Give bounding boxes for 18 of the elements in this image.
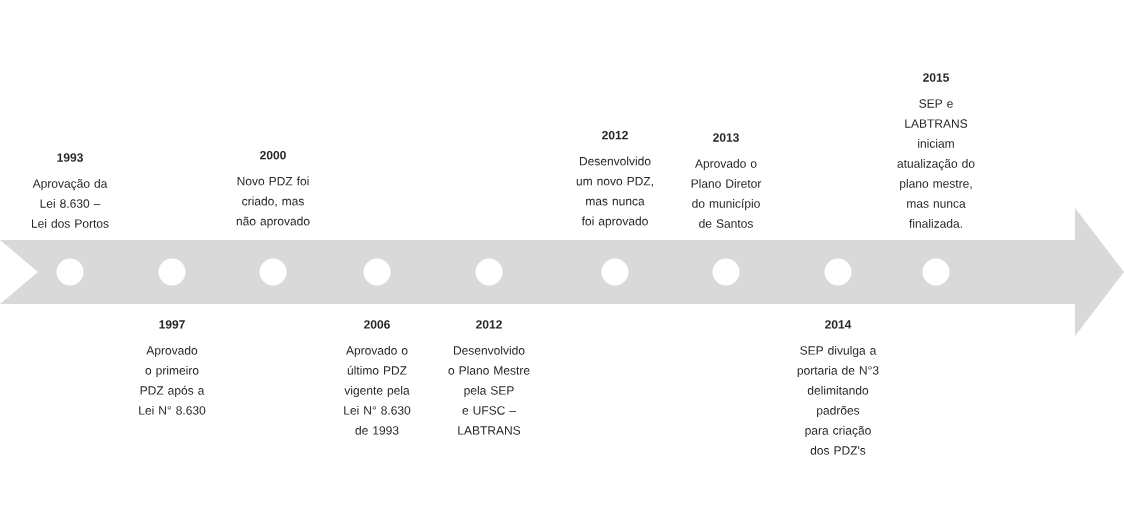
timeline-dot [922,258,950,286]
timeline-event: 1993 Aprovação da Lei 8.630 – Lei dos Portos [32,153,109,228]
timeline-dot [712,258,740,286]
timeline-event: 1997 Aprovado o primeiro PDZ após a Lei N° 8.630 [139,320,206,415]
timeline-dot [824,258,852,286]
timeline-dot [158,258,186,286]
timeline-event: 2006 Aprovado o último PDZ vigente pela Lei N° 8.630 de 1993 [344,320,411,435]
timeline-event: 2012 Desenvolvido o Plano Mestre pela SEP e UFSC – LABTRANS [448,320,530,435]
timeline-dot [56,258,84,286]
timeline-event: 2014 SEP divulga a portaria de N°3 delimitando padrões para criação dos PDZ's [797,320,879,455]
timeline-event: 2015 SEP e LABTRANS iniciam atualização do plano mestre, mas nunca finalizada. [897,73,975,228]
timeline-dot [475,258,503,286]
timeline-dot [363,258,391,286]
timeline-event: 2013 Aprovado o Plano Diretor do município de Santos [691,133,762,228]
timeline-dot [601,258,629,286]
timeline-event: 2000 Novo PDZ foi criado, mas não aprovado [236,150,310,228]
timeline-dot [259,258,287,286]
timeline-event: 2012 Desenvolvido um novo PDZ, mas nunca foi aprovado [576,130,653,228]
